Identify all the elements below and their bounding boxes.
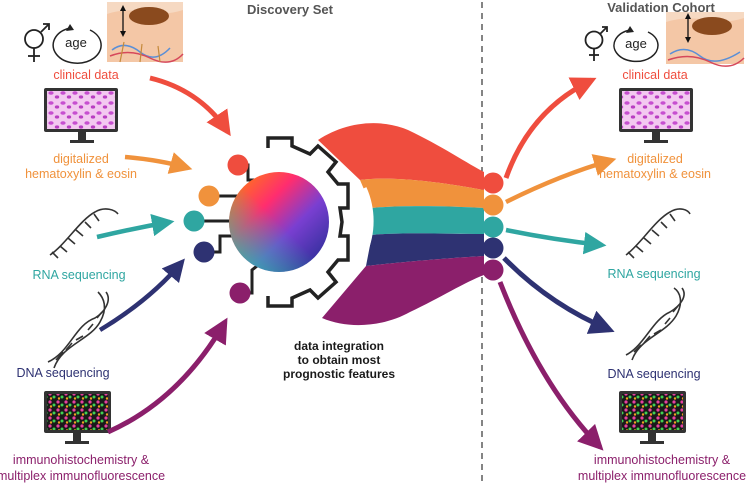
ihc-label-left-line2: multiplex immunofluorescence [0, 469, 165, 483]
dna-output-arrow [502, 256, 615, 334]
he-label-left-line1: digitalized [53, 152, 109, 166]
validation-cohort-header: Validation Cohort [607, 0, 715, 15]
dna-sequencing-label-left: DNA sequencing [16, 366, 109, 380]
he-node-right [482, 194, 504, 216]
he-monitor-icon [44, 88, 118, 143]
skin-lesion-icon [107, 2, 184, 63]
clinical-node-right [482, 172, 504, 194]
ihc-label-left-line1: immunohistochemistry & [13, 453, 150, 467]
he-node-left [198, 185, 220, 207]
clinical-data-label-left: clinical data [53, 68, 118, 82]
center-caption-line3: prognostic features [283, 367, 395, 381]
he-input-arrow [124, 152, 193, 174]
dna-helix-icon [47, 291, 110, 369]
he-label-right-line1: digitalized [627, 152, 683, 166]
output-fan [318, 123, 484, 326]
discovery-set-header: Discovery Set [247, 2, 334, 17]
rna-input-arrow [96, 213, 175, 240]
skin-lesion-icon-right [666, 12, 745, 67]
he-label-left-line2: hematoxylin & eosin [25, 167, 137, 181]
color-wheel [229, 172, 329, 272]
he-monitor-icon-right [619, 88, 693, 143]
clinical-data-label-right: clinical data [622, 68, 687, 82]
rna-sequencing-label-right: RNA sequencing [607, 267, 700, 281]
dna-helix-icon-right [625, 287, 685, 361]
gender-icon-right [584, 26, 608, 61]
rna-node-right [482, 216, 504, 238]
age-icon-label: age [65, 35, 87, 50]
clinical-input-arrow [149, 75, 231, 137]
clinical-output-arrow [503, 77, 597, 179]
age-icon-label-right: age [625, 36, 647, 51]
age-icon: age [52, 24, 102, 64]
center-caption-line2: to obtain most [298, 353, 381, 367]
rna-node-left [183, 210, 205, 232]
he-label-right-line2: hematoxylin & eosin [599, 167, 711, 181]
rna-sequencing-label-left: RNA sequencing [32, 268, 125, 282]
gender-icon [24, 23, 50, 62]
ihc-output-arrow [497, 281, 604, 451]
ihc-node-left [229, 282, 251, 304]
ihc-monitor-icon-right [619, 391, 686, 444]
dna-input-arrow [98, 258, 185, 332]
ihc-input-arrow [106, 317, 228, 435]
ihc-label-right-line1: immunohistochemistry & [594, 453, 731, 467]
rna-output-arrow [505, 227, 607, 255]
rna-strand-icon [49, 208, 119, 259]
gear-icon [266, 136, 374, 308]
ihc-monitor-icon [44, 391, 111, 444]
center-caption-line1: data integration [294, 339, 384, 353]
ihc-label-right-line2: multiplex immunofluorescence [578, 469, 746, 483]
ihc-node-right [482, 259, 504, 281]
clinical-node-left [227, 154, 249, 176]
dna-node-right [482, 237, 504, 259]
dna-sequencing-label-right: DNA sequencing [607, 367, 700, 381]
rna-strand-icon-right [625, 208, 691, 259]
age-icon-right: age [613, 26, 659, 63]
dna-node-left [193, 241, 215, 263]
he-output-arrow [504, 154, 617, 205]
